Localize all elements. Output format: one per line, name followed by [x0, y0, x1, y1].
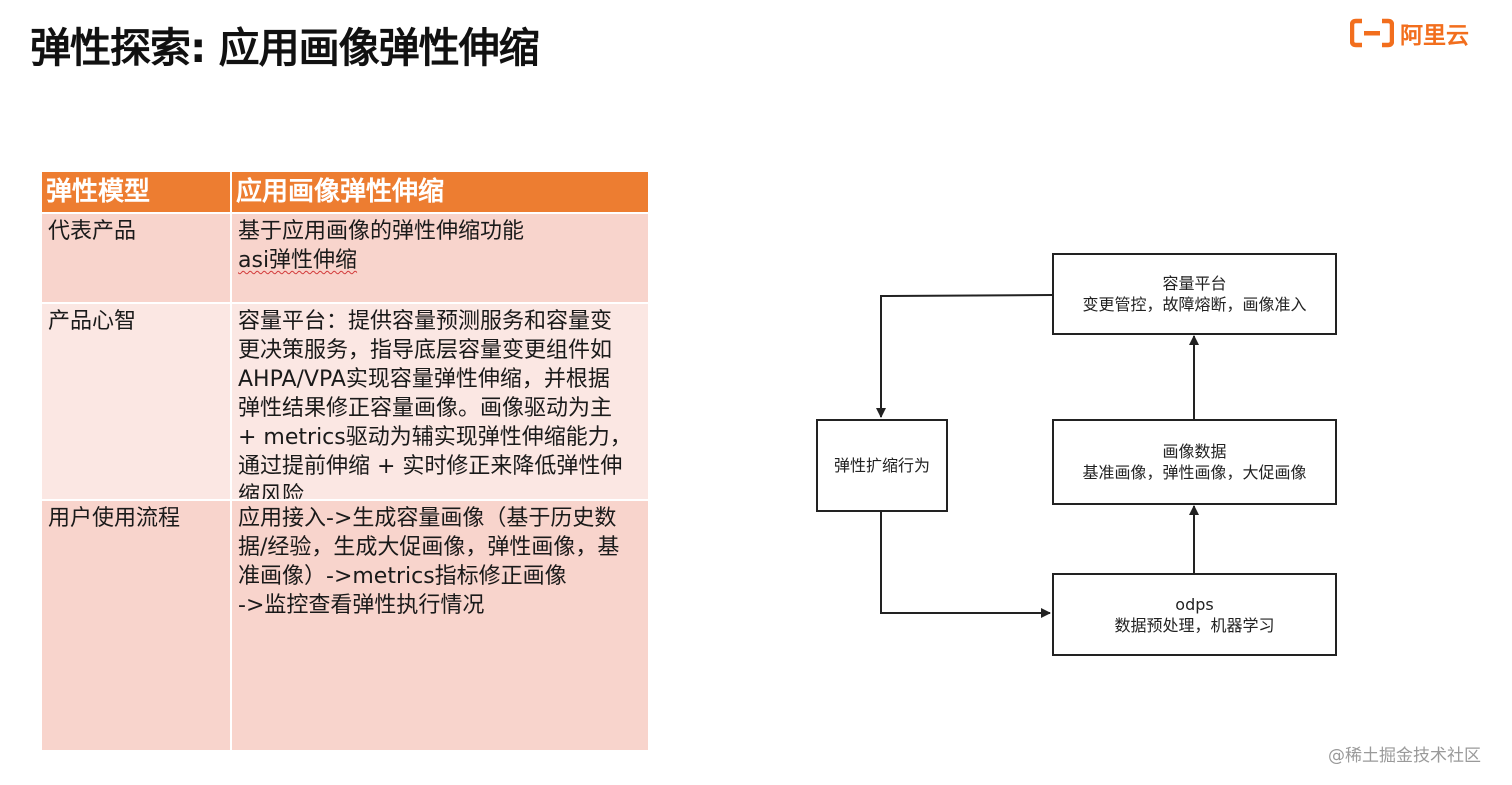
table-line: asi弹性伸缩 — [238, 246, 642, 275]
brand-logo: 阿里云 — [1350, 16, 1475, 50]
table-line: 容量平台：提供容量预测服务和容量变 — [238, 309, 613, 334]
table-row-label-mindset: 产品心智 — [42, 302, 232, 499]
table-cell-user-flow: 应用接入->生成容量画像（基于历史数 据/经验，生成大促画像，弹性画像，基 准画… — [232, 499, 648, 750]
elastic-model-table: 弹性模型 应用画像弹性伸缩 代表产品 基于应用画像的弹性伸缩功能 asi弹性伸缩… — [42, 172, 648, 750]
table-row-label-product: 代表产品 — [42, 212, 232, 302]
node-profile-data: 画像数据 基准画像，弹性画像，大促画像 — [1052, 419, 1337, 505]
node-title: odps — [1175, 594, 1214, 614]
node-capacity-platform: 容量平台 变更管控，故障熔断，画像准入 — [1052, 253, 1337, 335]
table-line: 基于应用画像的弹性伸缩功能 — [238, 219, 525, 244]
table-line: 据/经验，生成大促画像，弹性画像，基 — [238, 535, 620, 560]
table-line: 通过提前伸缩 + 实时修正来降低弹性伸 — [238, 454, 623, 479]
node-subtitle: 变更管控，故障熔断，画像准入 — [1082, 295, 1307, 314]
table-line: 缩风险 — [238, 483, 305, 499]
table-line: 弹性结果修正容量画像。画像驱动为主 — [238, 396, 613, 421]
table-line: + metrics驱动为辅实现弹性伸缩能力， — [238, 425, 632, 450]
table-cell-mindset: 容量平台：提供容量预测服务和容量变 更决策服务，指导底层容量变更组件如 AHPA… — [232, 302, 648, 499]
node-subtitle: 基准画像，弹性画像，大促画像 — [1082, 463, 1307, 482]
table-cell-product: 基于应用画像的弹性伸缩功能 asi弹性伸缩 — [232, 212, 648, 302]
table-header-model: 弹性模型 — [42, 172, 232, 212]
brand-name: 阿里云 — [1400, 23, 1469, 49]
node-title: 弹性扩缩行为 — [833, 456, 930, 475]
watermark: @稀土掘金技术社区 — [1328, 746, 1481, 766]
arrow-scaling-to-odps — [880, 512, 1051, 618]
table-line: 应用接入->生成容量画像（基于历史数 — [238, 506, 617, 531]
table-line: ->监控查看弹性执行情况 — [238, 593, 485, 618]
node-title: 画像数据 — [1162, 442, 1227, 461]
table-line-text: asi弹性伸缩 — [238, 248, 358, 273]
node-title: 容量平台 — [1162, 274, 1227, 293]
node-odps: odps 数据预处理，机器学习 — [1052, 573, 1337, 656]
table-line: 准画像）->metrics指标修正画像 — [238, 564, 567, 589]
table-header-profile-scaling: 应用画像弹性伸缩 — [232, 172, 648, 212]
aliyun-logo-icon — [1350, 18, 1394, 48]
slide-title: 弹性探索: 应用画像弹性伸缩 — [30, 24, 540, 72]
node-scaling-action: 弹性扩缩行为 — [816, 419, 948, 512]
table-line: 更决策服务，指导底层容量变更组件如 — [238, 338, 613, 363]
table-row-label-user-flow: 用户使用流程 — [42, 499, 232, 750]
arrow-platform-to-scaling — [876, 294, 1053, 418]
node-subtitle: 数据预处理，机器学习 — [1114, 615, 1275, 635]
table-line: AHPA/VPA实现容量弹性伸缩，并根据 — [238, 367, 610, 392]
